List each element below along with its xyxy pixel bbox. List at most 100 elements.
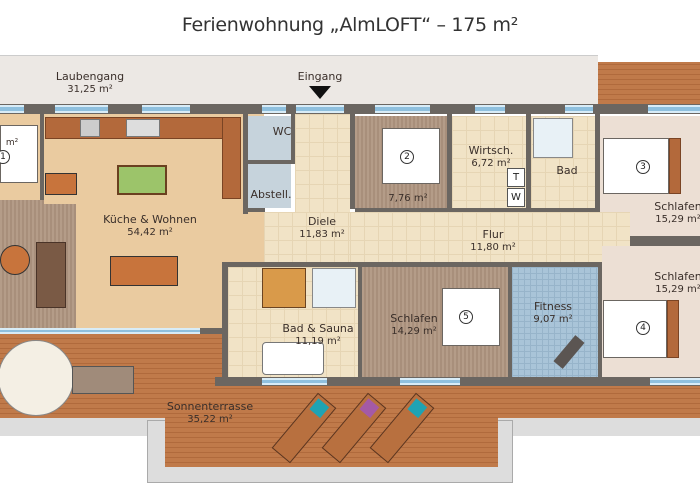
- dining-bar: [45, 173, 77, 195]
- room-number-3: 3: [636, 160, 650, 174]
- room-number-5: 5: [459, 310, 473, 324]
- sauna-cabin: [262, 268, 306, 308]
- room-number-2: 2: [400, 150, 414, 164]
- room-area: 31,25 m²: [67, 84, 113, 95]
- room-name: Küche & Wohnen: [103, 213, 197, 226]
- coffee-table: [0, 245, 30, 275]
- room-name: Wirtsch.: [468, 144, 514, 157]
- room-area: 11,19 m²: [295, 336, 341, 347]
- wall: [625, 236, 700, 246]
- wall: [595, 114, 600, 214]
- abstellraum: [248, 164, 291, 208]
- wall: [291, 114, 295, 164]
- wirtsch-label: Wirtsch.6,72 m²: [469, 144, 514, 170]
- stove: [80, 119, 100, 137]
- wall: [225, 262, 600, 267]
- room-2-area: 7,76 m²: [388, 193, 428, 204]
- wc-label: WC: [272, 125, 292, 138]
- outer-wall: [0, 104, 700, 114]
- window: [475, 105, 505, 113]
- wall: [350, 114, 355, 209]
- room-number-1: 1: [0, 150, 10, 164]
- window: [0, 328, 200, 334]
- room-area: 35,22 m²: [187, 414, 233, 425]
- wall: [447, 114, 452, 209]
- room-area: 6,72 m²: [471, 158, 511, 169]
- room-number-4: 4: [636, 321, 650, 335]
- room-area: 15,29 m²: [655, 214, 700, 225]
- diele: [264, 212, 350, 264]
- roof-terrace-top-right: [598, 62, 700, 104]
- dryer: T: [507, 168, 525, 187]
- room-area: 54,42 m²: [127, 227, 173, 238]
- room-area: 14,29 m²: [391, 326, 437, 337]
- wall: [526, 114, 531, 209]
- wall: [248, 160, 293, 164]
- plan-title: Ferienwohnung „AlmLOFT“ – 175 m²: [181, 14, 519, 36]
- room-name: Schlafen: [654, 270, 700, 283]
- room-area: 11,80 m²: [470, 242, 516, 253]
- wc: [248, 116, 291, 160]
- room-area: 9,07 m²: [533, 314, 573, 325]
- headboard: [667, 300, 679, 358]
- window: [565, 105, 593, 113]
- room-area: 11,83 m²: [299, 229, 345, 240]
- wall: [243, 208, 265, 212]
- window: [262, 105, 286, 113]
- foosball-table: [117, 165, 167, 195]
- diele-entrance: [295, 114, 350, 212]
- room-name: Schlafen: [654, 200, 700, 213]
- sofa: [36, 242, 66, 308]
- room-name: Fitness: [533, 300, 573, 313]
- window: [142, 105, 190, 113]
- shower: [312, 268, 356, 308]
- bed: [603, 300, 667, 358]
- room-area: 15,29 m²: [655, 284, 700, 295]
- sink: [126, 119, 160, 137]
- window: [262, 378, 327, 385]
- kitchen-counter: [222, 117, 241, 199]
- room-name: Diele: [307, 215, 337, 228]
- bathtub: [262, 342, 324, 375]
- washing-machine: W: [507, 188, 525, 207]
- wall: [355, 208, 625, 212]
- laubengang: [0, 55, 598, 105]
- dining-table: [110, 256, 178, 286]
- window: [0, 105, 24, 113]
- window: [648, 105, 700, 113]
- window: [55, 105, 108, 113]
- abstell-label: Abstell.: [250, 188, 292, 201]
- parasol: [0, 340, 74, 416]
- arrow-down-icon: [309, 86, 331, 99]
- window: [375, 105, 430, 113]
- room-name: Schlafen: [390, 312, 438, 325]
- entrance-label: Eingang: [297, 70, 343, 83]
- wall: [243, 114, 248, 214]
- terrace-table: [72, 366, 134, 394]
- wall: [598, 262, 602, 379]
- flur: [350, 212, 630, 262]
- room-name: Bad & Sauna: [282, 322, 354, 335]
- wall: [358, 267, 362, 379]
- shower: [533, 118, 573, 158]
- room-name: Flur: [482, 228, 504, 241]
- headboard: [669, 138, 681, 194]
- window: [400, 378, 460, 385]
- window: [296, 105, 344, 113]
- wall: [222, 262, 228, 382]
- room-1-area: m²: [5, 138, 19, 148]
- wall: [508, 267, 512, 379]
- bad-label: Bad: [556, 164, 578, 177]
- window: [650, 378, 700, 385]
- room-name: Sonnenterrasse: [166, 400, 254, 413]
